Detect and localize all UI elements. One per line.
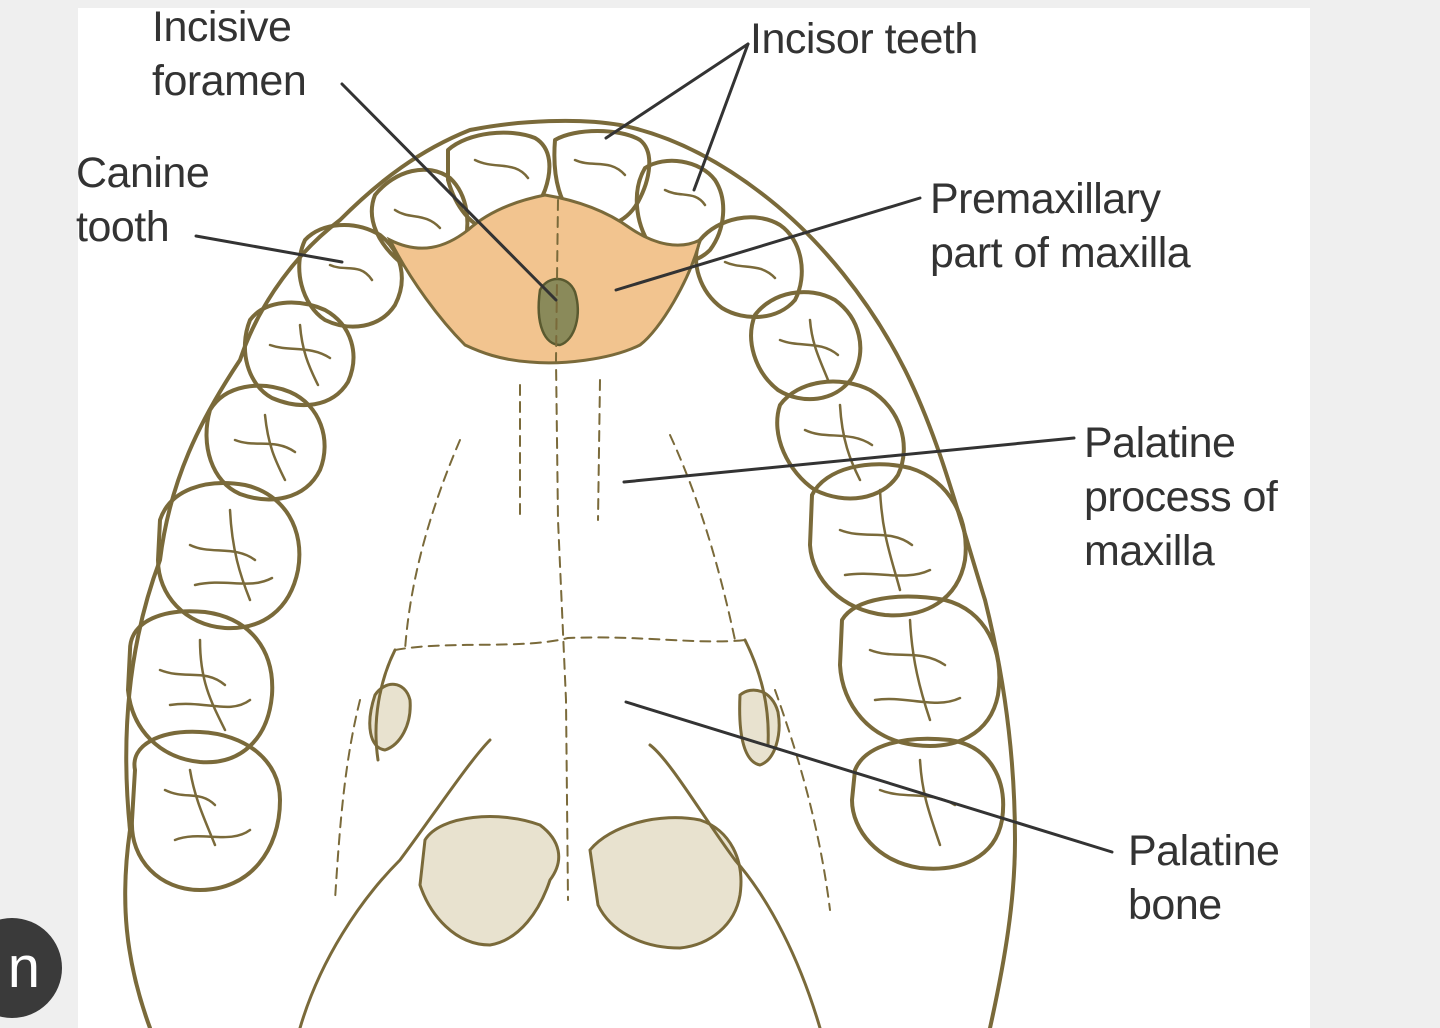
label-palatine-bone-line1: Palatine — [1128, 827, 1280, 875]
right-lateral-incisor — [634, 158, 726, 264]
leader-canine-tooth — [194, 234, 344, 264]
left-molar-2 — [126, 609, 275, 765]
right-palatine-foramen — [588, 816, 743, 950]
premaxilla-region — [386, 193, 703, 365]
label-palatine-process-line2: process of — [1084, 473, 1278, 521]
left-palatine-foramen — [418, 815, 561, 947]
label-palatine-process: Palatine process of maxilla — [1084, 416, 1278, 578]
left-molar-1 — [156, 481, 302, 631]
right-molar-2 — [838, 594, 1002, 748]
label-canine-tooth-line1: Canine — [76, 149, 210, 197]
right-premolar-2 — [775, 379, 906, 501]
label-premaxillary: Premaxillary part of maxilla — [930, 172, 1191, 280]
leader-incisive-foramen — [340, 82, 558, 302]
left-canine — [297, 223, 404, 329]
label-canine-tooth: Canine tooth — [76, 146, 210, 254]
right-molar-3 — [850, 736, 1006, 871]
incisive-foramen-shape — [537, 277, 579, 347]
label-premaxillary-line2: part of maxilla — [930, 229, 1191, 277]
left-premolar-2 — [204, 383, 327, 502]
leader-palatine-process — [622, 436, 1076, 484]
median-palatine-suture — [554, 199, 569, 901]
label-palatine-process-line3: maxilla — [1084, 527, 1215, 575]
label-incisor-teeth: Incisor teeth — [750, 15, 978, 63]
partial-circle-button-icon[interactable]: n — [0, 918, 62, 1018]
right-premolar-1 — [749, 290, 863, 402]
left-central-incisor — [446, 130, 552, 235]
label-palatine-bone-line2: bone — [1128, 881, 1222, 929]
label-palatine-process-line1: Palatine — [1084, 419, 1236, 467]
right-greater-palatine — [738, 688, 781, 767]
label-palatine-bone: Palatine bone — [1128, 824, 1280, 932]
left-premolar-1 — [242, 300, 356, 408]
label-incisive-foramen: Incisive foramen — [152, 0, 307, 108]
posterior-palate-outline — [298, 738, 822, 1028]
label-incisive-foramen-line2: foramen — [152, 57, 307, 105]
leader-incisor-teeth-1 — [604, 42, 750, 140]
leader-palatine-bone — [624, 700, 1114, 854]
right-molar-1 — [808, 462, 968, 618]
right-canine — [694, 215, 804, 319]
leader-incisor-teeth-2 — [692, 42, 750, 192]
label-incisive-foramen-line1: Incisive — [152, 3, 292, 51]
left-molar-3 — [129, 729, 282, 892]
leader-premaxillary — [614, 196, 922, 292]
label-canine-tooth-line2: tooth — [76, 203, 170, 251]
label-premaxillary-line1: Premaxillary — [930, 175, 1161, 223]
